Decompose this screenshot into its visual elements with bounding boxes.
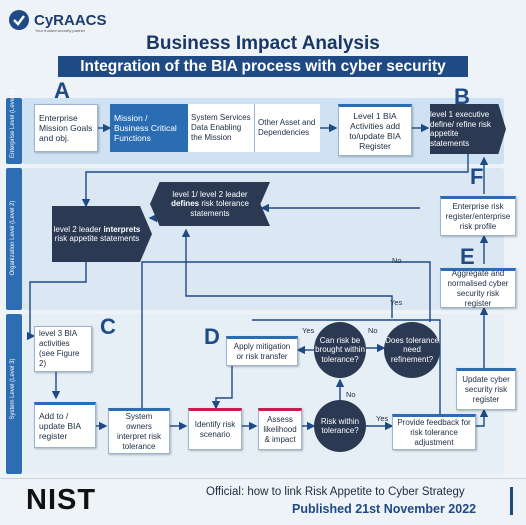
- node-enterprise-register: Enterprise risk register/enterprise risk…: [440, 196, 516, 236]
- node-can-bring: Can risk be brought within tolerance?: [314, 322, 366, 378]
- page-title: Business Impact Analysis: [146, 33, 380, 54]
- organization-level-bar: Organization Level (Level 2): [6, 168, 22, 310]
- edge-no-within: No: [346, 390, 356, 399]
- edge-yes-apply: Yes: [302, 326, 315, 335]
- node-update-register: Update cyber security risk register: [456, 368, 516, 410]
- node-mission-goals: Enterprise Mission Goals and obj.: [34, 104, 98, 152]
- node-l2-leader: level 2 leader interprets risk appetite …: [52, 206, 152, 262]
- node-identify: Identify risk scenario: [188, 408, 242, 450]
- footer-divider: [0, 478, 526, 479]
- node-l1l2-leader: level 1/ level 2 leader defines risk tol…: [150, 182, 270, 226]
- node-add-update: Add to / update BIA register: [34, 402, 96, 448]
- arrow-feedback-up: [252, 319, 441, 414]
- edge-no-top: No: [392, 256, 402, 265]
- brand-tagline: Your trusted security partner: [35, 28, 86, 33]
- edge-yes-to-l1l2: Yes: [390, 298, 403, 307]
- node-refine: Does tolerance need refinement?: [384, 322, 440, 378]
- node-l3-bia: level 3 BIA activities (see Figure 2): [34, 326, 92, 372]
- arrow-refine-yes-to-l1l2: [181, 228, 393, 318]
- section-letter-c: C: [100, 314, 116, 339]
- node-l1-exec: level 1 executive define/ refine risk ap…: [430, 104, 506, 154]
- brand-name: CyRAACS: [34, 11, 107, 29]
- asset-chain: Mission / Business Critical Functions Sy…: [110, 104, 320, 152]
- brand-logo: CyRAACS Your trusted security partner: [8, 9, 107, 33]
- page-subtitle: Integration of the BIA process with cybe…: [58, 56, 468, 77]
- system-level-bar: System Level (Level 3): [6, 314, 22, 474]
- node-l1-bia: Level 1 BIA Activities add to/update BIA…: [338, 104, 412, 156]
- section-letter-f: F: [470, 164, 484, 189]
- node-assess: Assess likelihood & impact: [258, 408, 302, 450]
- node-within-tolerance: Risk within tolerance?: [314, 400, 366, 452]
- node-other-assets: Other Asset and Dependencies: [254, 104, 320, 152]
- node-apply-mitigation: Apply mitigation or risk transfer: [226, 336, 298, 366]
- nist-logo: NIST: [26, 484, 97, 516]
- cyraacs-logo-icon: [9, 10, 29, 30]
- enterprise-level-bar: Enterprise Level (Level 1): [6, 90, 22, 164]
- node-aggregate-register: Aggregate and normalised cyber security …: [440, 268, 516, 308]
- section-letter-a: A: [54, 78, 70, 103]
- section-letter-b: B: [454, 84, 470, 109]
- arrow-exec-to-l2leader: [81, 154, 469, 208]
- arrow-apply-to-identify: [211, 366, 233, 410]
- footer-line-1: Official: how to link Risk Appetite to C…: [206, 486, 465, 498]
- arrow-feedback-to-update: [476, 408, 489, 427]
- section-letter-e: E: [460, 244, 475, 269]
- edge-yes-feedback: Yes: [376, 414, 389, 423]
- footer-line-2: Published 21st November 2022: [292, 502, 477, 516]
- node-feedback: Provide feedback for risk tolerance adju…: [392, 414, 476, 450]
- node-mission-critical: Mission / Business Critical Functions: [114, 113, 177, 143]
- section-letter-d: D: [204, 324, 220, 349]
- arrow-refine-no: [137, 261, 431, 418]
- edge-no-refine: No: [368, 326, 378, 335]
- footer-accent-bar: [510, 487, 513, 515]
- node-system-services: System Services Data Enabling the Missio…: [188, 104, 254, 152]
- arrow-l2-to-l3bia: [27, 262, 87, 341]
- node-system-owners: System owners interpret risk tolerance: [108, 408, 170, 454]
